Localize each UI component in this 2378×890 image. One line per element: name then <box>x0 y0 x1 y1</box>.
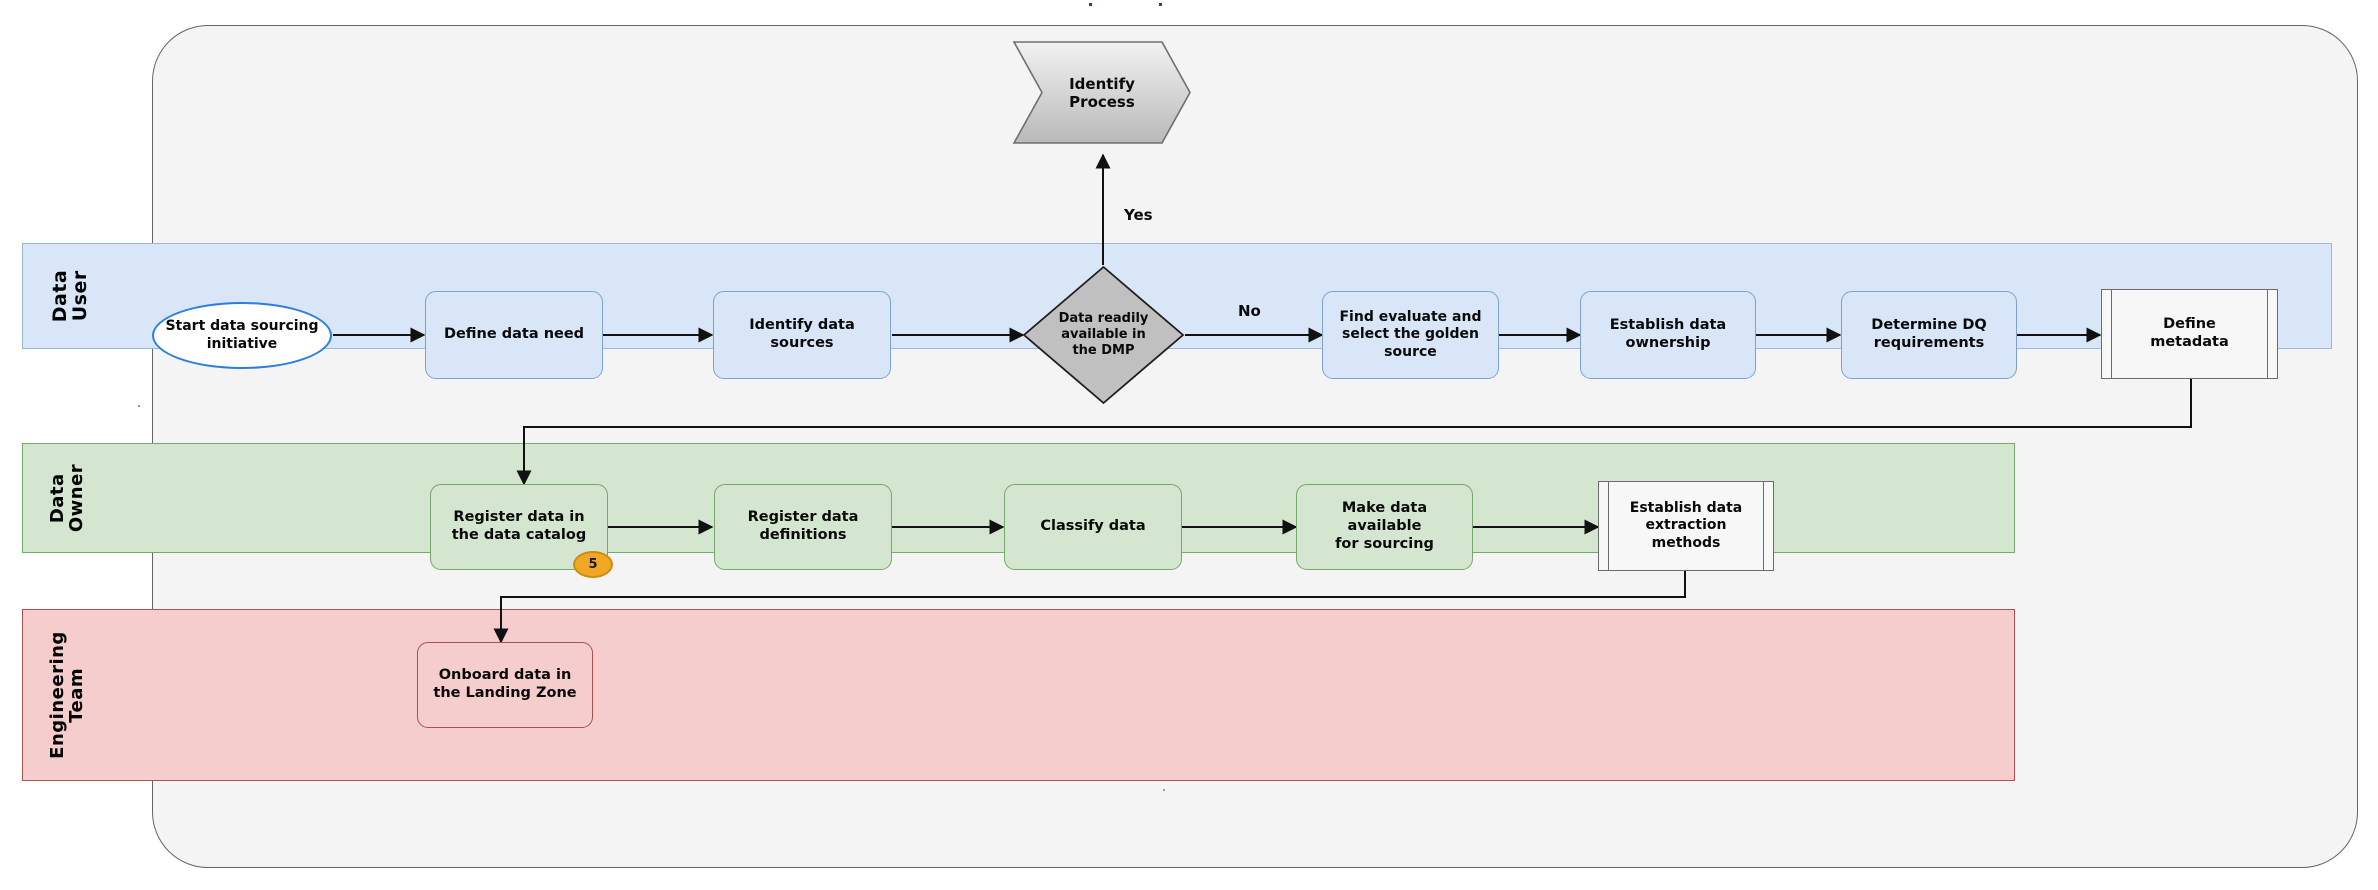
node-start-data-sourcing-initiative[interactable]: Start data sourcing initiative <box>152 302 332 369</box>
node-register-data-in-catalog-label: Register data in the data catalog <box>451 509 587 543</box>
node-classify-data-label: Classify data <box>1040 518 1146 535</box>
node-identify-data-sources-label: Identify data sources <box>749 317 855 351</box>
node-determine-dq-requirements[interactable]: Determine DQ requirements <box>1841 291 2017 379</box>
node-establish-data-ownership-label: Establish data ownership <box>1609 317 1727 351</box>
node-decision-label: Data readily available in the DMP <box>1058 311 1149 358</box>
page-mark-bottom <box>1163 789 1165 791</box>
page-mark-left <box>138 405 140 407</box>
swimlane-label-data-user: Data User <box>49 269 91 323</box>
subprocess-right-bar <box>1763 482 1773 570</box>
node-decision-data-readily-available[interactable]: Data readily available in the DMP <box>1022 265 1185 405</box>
node-define-data-need-label: Define data need <box>443 326 585 343</box>
badge-count: 5 <box>588 557 598 572</box>
node-make-data-available-for-sourcing[interactable]: Make data available for sourcing <box>1296 484 1473 570</box>
badge-register-data-in-catalog[interactable]: 5 <box>573 551 613 578</box>
anchor-dot-left <box>1089 3 1092 6</box>
node-register-data-definitions-label: Register data definitions <box>747 509 859 543</box>
node-define-metadata[interactable]: Define metadata <box>2101 289 2278 379</box>
node-find-golden-source-label: Find evaluate and select the golden sour… <box>1339 309 1482 360</box>
node-establish-data-ownership[interactable]: Establish data ownership <box>1580 291 1756 379</box>
swimlane-label-engineering-team: Engineering Team <box>47 631 87 759</box>
node-identify-process-label: Identify Process <box>1069 74 1135 111</box>
node-find-golden-source[interactable]: Find evaluate and select the golden sour… <box>1322 291 1499 379</box>
node-define-metadata-label: Define metadata <box>2150 316 2229 350</box>
node-establish-extraction-label: Establish data extraction methods <box>1629 500 1743 551</box>
subprocess-left-bar <box>1599 482 1609 570</box>
node-define-data-need[interactable]: Define data need <box>425 291 603 379</box>
edge-label-yes: Yes <box>1124 206 1153 224</box>
node-classify-data[interactable]: Classify data <box>1004 484 1182 570</box>
swimlane-engineering-team: Engineering Team <box>22 609 2015 781</box>
node-identify-process[interactable]: Identify Process <box>1012 40 1192 145</box>
anchor-dot-right <box>1159 3 1162 6</box>
subprocess-right-bar <box>2267 290 2277 378</box>
swimlane-label-data-owner: Data Owner <box>47 463 87 533</box>
node-start-label: Start data sourcing initiative <box>165 318 319 352</box>
node-register-data-definitions[interactable]: Register data definitions <box>714 484 892 570</box>
node-onboard-data-landing-zone[interactable]: Onboard data in the Landing Zone <box>417 642 593 728</box>
node-make-data-available-label: Make data available for sourcing <box>1335 500 1434 552</box>
node-determine-dq-label: Determine DQ requirements <box>1871 317 1987 351</box>
node-establish-data-extraction-methods[interactable]: Establish data extraction methods <box>1598 481 1774 571</box>
node-identify-data-sources[interactable]: Identify data sources <box>713 291 891 379</box>
node-onboard-data-label: Onboard data in the Landing Zone <box>433 667 577 701</box>
edge-label-no: No <box>1238 302 1261 320</box>
subprocess-left-bar <box>2102 290 2112 378</box>
node-register-data-in-catalog[interactable]: Register data in the data catalog <box>430 484 608 570</box>
